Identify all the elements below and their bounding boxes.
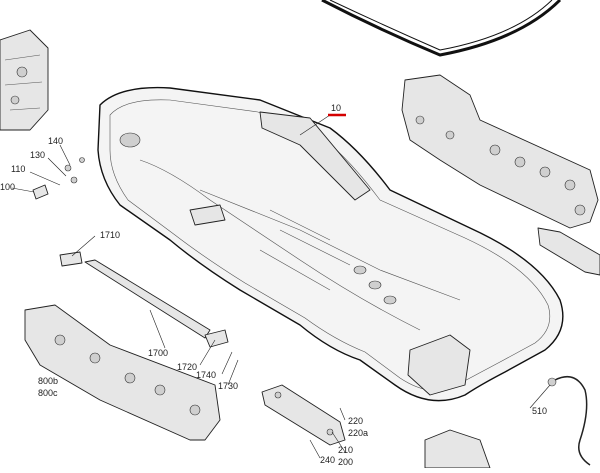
callout-210: 210	[338, 445, 353, 455]
right-foam-block	[401, 74, 599, 229]
bottom-right-component	[424, 375, 591, 469]
callout-200: 200	[338, 457, 353, 467]
callout-220a: 220a	[348, 428, 368, 438]
callout-10: 10	[331, 103, 341, 113]
callout-140: 140	[48, 136, 63, 146]
top-seal-gasket	[321, 0, 562, 57]
hull-body	[97, 86, 564, 402]
right-side-rail	[537, 227, 600, 276]
callout-110: 110	[11, 164, 25, 174]
callout-130: 130	[30, 150, 45, 160]
rail-strip-1700	[59, 251, 229, 348]
bottom-plate	[261, 384, 346, 446]
callout-100: 100	[0, 182, 15, 192]
callout-800b: 800b	[38, 376, 58, 386]
callout-240: 240	[320, 455, 335, 465]
callout-800c: 800c	[38, 388, 58, 398]
callout-1720: 1720	[177, 362, 197, 372]
callout-510: 510	[532, 406, 547, 416]
leader-lines	[11, 114, 551, 459]
callout-220: 220	[348, 416, 363, 426]
callout-1710: 1710	[100, 230, 120, 240]
callout-1730: 1730	[218, 381, 238, 391]
callout-labels: 10 140 130 110 100 1710 1700 1720 1740 1…	[0, 103, 547, 467]
fastener-group-left	[32, 157, 85, 200]
left-foam-block	[24, 304, 221, 441]
callout-1700: 1700	[148, 348, 168, 358]
upper-left-bracket	[0, 29, 49, 131]
callout-1740: 1740	[196, 370, 216, 380]
